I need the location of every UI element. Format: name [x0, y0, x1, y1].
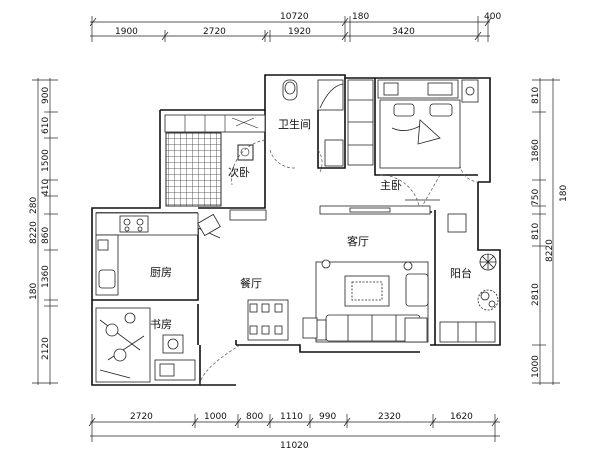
dim-right-1860: 1860 — [531, 139, 541, 162]
dim-top-overall: 10720 — [280, 12, 309, 22]
room-label-study: 书房 — [150, 318, 172, 331]
dim-bottom-1620: 1620 — [450, 412, 473, 422]
dim-left-280: 280 — [29, 197, 39, 214]
dim-top-2720: 2720 — [203, 27, 226, 37]
bathroom-fixtures — [269, 79, 374, 173]
dim-bottom-1110: 1110 — [280, 412, 303, 422]
dim-right-750: 750 — [531, 189, 541, 206]
dim-right-1000: 1000 — [531, 355, 541, 378]
room-label-balcony: 阳台 — [450, 266, 472, 280]
room-label-bedroom2: 次卧 — [228, 165, 250, 179]
dim-right-2810: 2810 — [531, 283, 541, 306]
dim-left-overall: 8220 — [29, 221, 39, 244]
dining-table — [199, 299, 318, 386]
dimension-lines-right — [532, 78, 560, 385]
dim-right-180: 180 — [559, 185, 569, 202]
room-label-dining: 餐厅 — [240, 276, 262, 290]
dim-bottom-1000: 1000 — [204, 412, 227, 422]
dim-bottom-2720: 2720 — [130, 412, 153, 422]
dim-bottom-800: 800 — [246, 412, 263, 422]
dim-top-1920: 1920 — [288, 27, 311, 37]
tv-cabinet — [319, 199, 467, 233]
balcony-plants — [404, 253, 499, 343]
dim-left-1360: 1360 — [41, 265, 51, 288]
dim-bottom-overall: 11020 — [280, 441, 309, 450]
dim-bottom-2320: 2320 — [378, 412, 401, 422]
dimension-lines-left — [32, 78, 58, 385]
bedroom2-furniture: 次卧 — [164, 114, 266, 207]
dim-top-1900: 1900 — [115, 27, 138, 37]
room-label-bathroom: 卫生间 — [278, 117, 311, 131]
dim-top-400: 400 — [484, 12, 501, 22]
study-furniture — [95, 307, 196, 383]
room-label-kitchen: 厨房 — [150, 266, 172, 279]
kitchen-fixtures — [95, 209, 267, 296]
dim-right-overall: 8220 — [545, 239, 555, 262]
dimension-lines-bottom — [88, 414, 500, 442]
dim-left-610: 610 — [41, 117, 51, 134]
dim-right-810a: 810 — [531, 87, 541, 104]
dim-left-180: 180 — [29, 283, 39, 300]
room-label-living: 客厅 — [347, 234, 369, 248]
dim-right-810b: 810 — [531, 223, 541, 240]
room-label-master: 主卧 — [380, 179, 402, 192]
dimension-lines-top — [89, 16, 492, 42]
dim-left-860: 860 — [41, 227, 51, 244]
master-bedroom-furniture — [377, 79, 479, 213]
dim-left-410: 410 — [41, 179, 51, 196]
dim-top-3420: 3420 — [392, 27, 415, 37]
dim-left-2120: 2120 — [41, 337, 51, 360]
dim-top-180: 180 — [352, 12, 369, 22]
dim-bottom-990: 990 — [319, 412, 336, 422]
dim-left-1500: 1500 — [41, 149, 51, 172]
dim-left-900: 900 — [41, 87, 51, 104]
